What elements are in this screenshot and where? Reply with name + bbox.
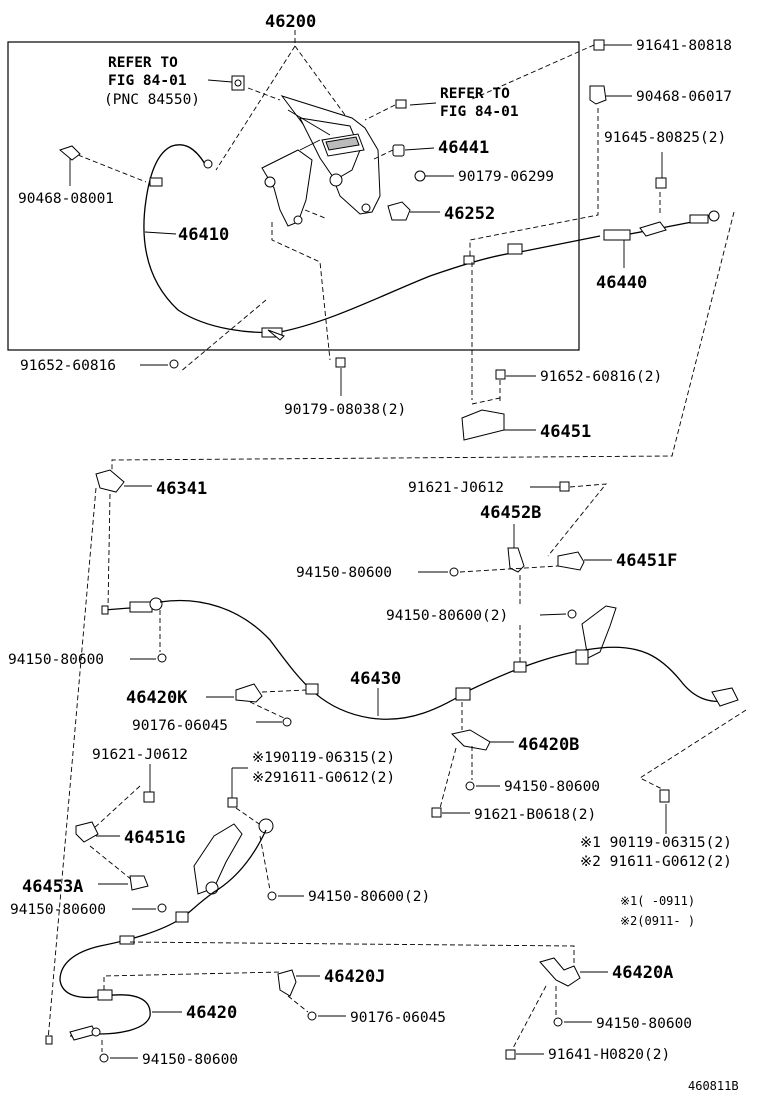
nut-icon	[495, 369, 506, 380]
label-94150-80600-b: 94150-80600	[8, 652, 104, 668]
bolt-icon	[431, 807, 442, 818]
bracket-icon	[461, 409, 505, 441]
parking-brake-lever-icon	[261, 95, 381, 227]
label-94150-80600-2b: 94150-80600(2)	[308, 889, 430, 905]
bracket-icon	[451, 729, 491, 751]
note-1: ※1( -0911)	[620, 894, 695, 908]
label-90179-08038: 90179-08038(2)	[284, 402, 406, 418]
refer-left-line2: FIG 84-01	[108, 73, 187, 89]
label-46420A: 46420A	[612, 963, 673, 983]
label-46420J: 46420J	[324, 967, 385, 987]
nut-icon	[169, 359, 179, 369]
assembly-box	[7, 41, 580, 351]
nut-icon	[307, 1011, 317, 1021]
label-94150-80600-a: 94150-80600	[296, 565, 392, 581]
bolt-icon	[143, 791, 155, 803]
nut-icon	[449, 567, 459, 577]
nut-icon	[414, 170, 426, 182]
nut-icon	[99, 1053, 109, 1063]
clip-icon	[387, 201, 411, 221]
nut-icon	[335, 357, 346, 368]
bolt-icon	[659, 789, 670, 803]
rear-cable-46420	[45, 818, 274, 1045]
label-91641-H0820: 91641-H0820(2)	[548, 1047, 670, 1063]
figure-id: 460811B	[688, 1079, 739, 1093]
label-94150-80600-f: 94150-80600	[596, 1016, 692, 1032]
label-46451F: 46451F	[616, 551, 677, 571]
nut-icon	[553, 1017, 563, 1027]
label-91621-J0612-top: 91621-J0612	[408, 480, 504, 496]
label-46420K: 46420K	[126, 688, 188, 708]
bolt-icon	[231, 75, 245, 91]
front-cable-46410	[143, 144, 521, 341]
bolt-icon	[395, 99, 407, 109]
label-46452B: 46452B	[480, 503, 541, 523]
label-46341: 46341	[156, 479, 207, 499]
label-90468-08001: 90468-08001	[18, 191, 114, 207]
nut-icon	[559, 481, 570, 492]
label-46420: 46420	[186, 1003, 237, 1023]
label-46440: 46440	[596, 273, 647, 293]
clip-icon	[129, 875, 149, 891]
nut-icon	[567, 609, 577, 619]
label-91641-80818: 91641-80818	[636, 38, 732, 54]
nut-icon	[465, 781, 475, 791]
label-94150-80600-d: 94150-80600	[10, 902, 106, 918]
bolt-icon	[593, 39, 605, 51]
label-46453A: 46453A	[22, 877, 83, 897]
label-46441: 46441	[438, 138, 489, 158]
clip-icon	[589, 85, 607, 105]
bracket-icon	[95, 469, 125, 493]
bracket-icon	[539, 957, 581, 987]
clip-icon	[58, 145, 81, 161]
label-94150-80600-e: 94150-80600	[142, 1052, 238, 1068]
label-90176-06045-b: 90176-06045	[350, 1010, 446, 1026]
label-91621-B0618: 91621-B0618(2)	[474, 807, 596, 823]
label-91652-60816: 91652-60816	[20, 358, 116, 374]
note-2: ※2(0911- )	[620, 914, 695, 928]
bracket-icon	[75, 821, 99, 843]
refer-right-line1: REFER TO	[440, 86, 510, 102]
label-91645-80825: 91645-80825(2)	[604, 130, 726, 146]
label-46451: 46451	[540, 422, 591, 442]
nut-icon	[282, 717, 292, 727]
label-91621-J0612-mid: 91621-J0612	[92, 747, 188, 763]
nut-icon	[392, 144, 405, 157]
label-90468-06017: 90468-06017	[636, 89, 732, 105]
bolt-icon	[227, 797, 238, 808]
bracket-icon	[277, 969, 297, 997]
refer-right-line2: FIG 84-01	[440, 104, 519, 120]
nut-icon	[157, 653, 167, 663]
label-90119-06315-right: ※1 90119-06315(2)	[580, 835, 732, 851]
label-91611-G0612-top: ※291611-G0612(2)	[252, 770, 395, 786]
bracket-icon	[235, 683, 263, 703]
label-90119-06315-top: ※190119-06315(2)	[252, 750, 395, 766]
label-91611-G0612-right: ※2 91611-G0612(2)	[580, 854, 732, 870]
assembly-number: 46200	[265, 12, 316, 32]
refer-left-line1: REFER TO	[108, 55, 178, 71]
label-91652-60816-2: 91652-60816(2)	[540, 369, 662, 385]
label-46420B: 46420B	[518, 735, 579, 755]
label-46430: 46430	[350, 669, 401, 689]
label-46252: 46252	[444, 204, 495, 224]
cable-46440	[463, 210, 720, 265]
label-90179-06299: 90179-06299	[458, 169, 554, 185]
bracket-icon	[557, 551, 585, 571]
bolt-icon	[655, 177, 667, 189]
refer-left-line3: (PNC 84550)	[104, 92, 200, 108]
label-46410: 46410	[178, 225, 229, 245]
rear-cable-46430	[101, 597, 739, 720]
label-94150-80600-2a: 94150-80600(2)	[386, 608, 508, 624]
clip-icon	[507, 547, 525, 573]
label-90176-06045-a: 90176-06045	[132, 718, 228, 734]
nut-icon	[267, 891, 277, 901]
label-94150-80600-c: 94150-80600	[504, 779, 600, 795]
bolt-icon	[505, 1049, 516, 1060]
nut-icon	[157, 903, 167, 913]
label-46451G: 46451G	[124, 828, 185, 848]
